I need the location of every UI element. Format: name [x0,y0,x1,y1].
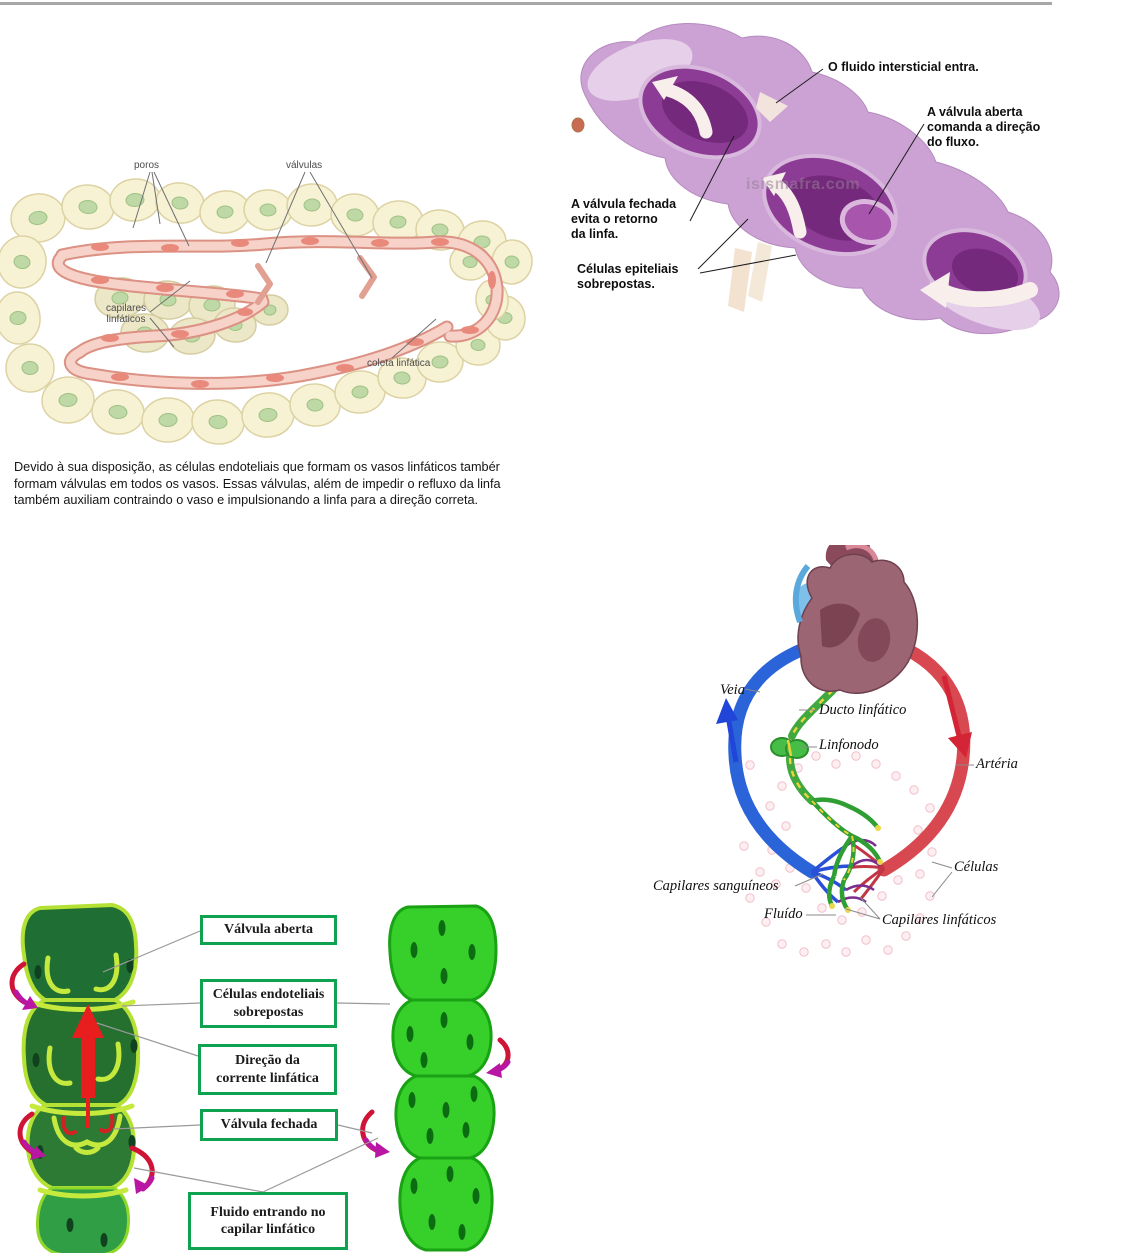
box-valvula-fechada: Válvula fechada [200,1109,338,1141]
right-vessel [360,904,511,1252]
figureD-leader-lines [96,930,391,1193]
label-valvulas: válvulas [286,160,323,171]
tissue-strap-2 [748,242,772,302]
fluid-entry-arrows-left [9,961,155,1194]
lymph-flow-up-arrow [72,1004,104,1128]
lymphatic-capillary-walls [51,235,504,390]
label-veia: Veia [720,682,745,698]
vein [728,641,819,879]
figure-circulation [716,545,974,957]
capillary-network [810,797,886,913]
label-poros: poros [134,160,160,171]
label-fluido-intersticial: O fluido intersticial entra. [828,60,979,74]
label-arteria: Artéria [976,756,1018,772]
tissue-cells [0,178,533,445]
closed-valve [51,1113,123,1155]
label-fluido: Fluído [764,906,803,922]
right-vessel-nuclei [406,920,480,1240]
label-capilares-sanguineos: Capilares sanguíneos [653,878,779,894]
watermark: isismafra.com [746,176,861,193]
top-divider [0,2,1052,5]
label-linfonodo: Linfonodo [819,737,879,753]
box-direcao-corrente: Direção da corrente linfática [198,1044,337,1095]
label-ducto-linfatico: Ducto linfático [819,702,907,718]
figure-lymphatic-capillaries [0,171,533,445]
fluid-entry-spout [756,92,788,122]
left-vessel [9,903,155,1253]
label-capilares-linfaticos: capilares linfáticos [105,303,147,325]
label-valvula-fechada: A válvula fechada evita o retorno da lin… [571,197,677,241]
endothelial-nuclei [91,237,496,388]
heart-illustration [792,545,918,694]
figureB-leader-lines [689,68,925,274]
lymphatic-duct [786,686,837,805]
label-capilares-linfaticos-c: Capilares linfáticos [882,912,997,928]
vessel-body [571,23,1060,335]
tissue-strap [728,248,752,312]
figureA-leader-lines [132,171,437,359]
vessel-pore-dot [571,117,585,133]
box-valvula-aberta: Válvula aberta [200,915,337,945]
figure-purple-vessel [571,23,1060,335]
fluid-entry-arrows-right [360,1037,511,1158]
label-celulas: Células [954,859,999,875]
vein-flow-arrow [716,698,739,763]
open-valve-ring [839,199,897,245]
figure-caption: Devido à sua disposição, as células endo… [14,460,501,508]
box-fluido-entrando: Fluido entrando no capilar linfático [188,1192,348,1250]
open-valve-flaps [44,952,122,1086]
box-celulas-endoteliais: Células endoteliais sobrepostas [200,979,337,1028]
label-valvula-aberta: A válvula aberta comanda a direção do fl… [927,105,1041,149]
artery [877,638,971,877]
lymph-flow-arrows [652,76,1038,308]
artery-flow-arrow [941,675,972,758]
label-celulas-epiteliais: Células epiteliais sobrepostas. [577,262,679,291]
lymph-node [770,737,809,759]
figure-green-capillary [9,903,511,1253]
label-coleta-linfatica: coleta linfática [367,358,431,369]
figureC-leader-lines [744,688,974,920]
